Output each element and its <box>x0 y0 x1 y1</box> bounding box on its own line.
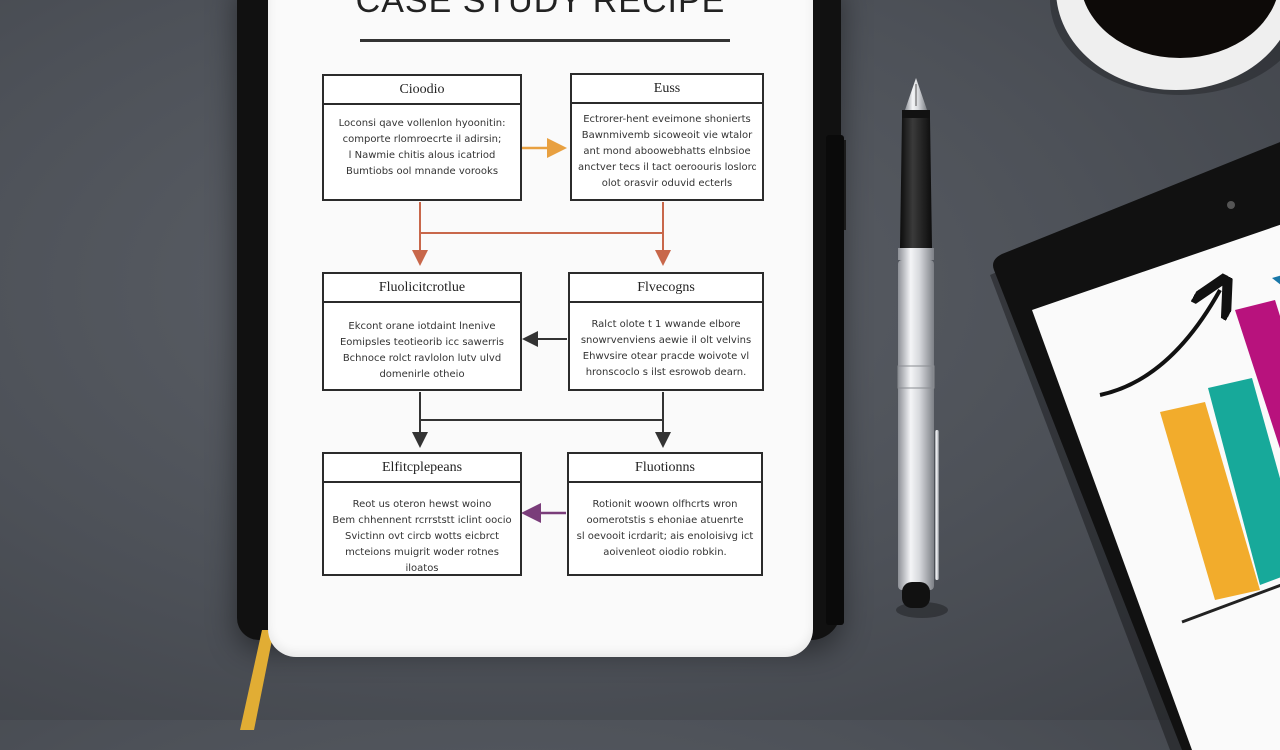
fountain-pen-icon <box>896 78 948 618</box>
flow-box-line: Bem chhennent rcrrststt iclint oocio <box>332 515 512 526</box>
notebook-elastic-band <box>826 135 844 625</box>
flow-box-line: mcteions muigrit woder rotnes <box>345 547 499 558</box>
flow-box-3: Fluolicitcrotlue Ekcont orane iotdaint l… <box>322 272 522 391</box>
flow-box-line: Ehwvsire otear pracde woivote vl <box>582 351 750 362</box>
flow-box-body: Rotionit woown olfhcrts wron oomerotstis… <box>569 483 761 561</box>
bookmark-ribbon <box>240 630 274 730</box>
flow-box-5: Elfitcplepeans Reot us oteron hewst woin… <box>322 452 522 576</box>
flow-box-line: comporte rlomroecrte il adirsin; <box>342 134 502 145</box>
flow-box-line: domenirle otheio <box>379 369 465 380</box>
flow-box-line: Ralct olote t 1 wwande elbore <box>591 319 741 330</box>
flow-box-heading: Fluotionns <box>569 454 761 483</box>
flow-box-heading: Cioodio <box>324 76 520 105</box>
flow-box-line: Ectrorer-hent eveimone shonierts <box>583 114 751 125</box>
flow-box-line: hronscoclo s ilst esrowob dearn. <box>585 367 747 378</box>
flow-box-line: Bawnmivemb sicoweoit vie wtalor <box>581 130 753 141</box>
flow-box-line: ant mond aboowebhatts elnbsioe <box>583 146 751 157</box>
flow-box-line: oomerotstis s ehoniae atuenrte <box>586 515 744 526</box>
flow-box-line: aoivenleot oiodio robkin. <box>603 547 727 558</box>
title-underline <box>360 39 730 42</box>
page-title: CASE STUDY RECIPE <box>355 0 726 20</box>
flow-box-4: Flvecogns Ralct olote t 1 wwande elbore … <box>568 272 764 391</box>
flow-box-line: Bchnoce rolct ravlolon lutv ulvd <box>342 353 502 364</box>
flow-box-line: Svictinn ovt circb wotts eicbrct <box>344 531 500 542</box>
flow-box-heading: Euss <box>572 75 762 104</box>
flow-box-line: Rotionit woown olfhcrts wron <box>592 499 738 510</box>
flow-box-heading: Elfitcplepeans <box>324 454 520 483</box>
flow-box-line: sl oevooit icrdarit; ais enoloisivg ict <box>576 531 754 542</box>
flow-box-body: Loconsi qave vollenlon hyoonitin: compor… <box>324 105 520 180</box>
trend-arrow-icon <box>1099 290 1220 397</box>
flow-box-line: olot orasvir oduvid ecterls <box>601 178 733 189</box>
flow-box-heading: Flvecogns <box>570 274 762 303</box>
flow-box-line: iloatos <box>405 563 439 574</box>
flow-box-line: anctver tecs il tact oeroouris loslord <box>578 162 756 173</box>
flow-box-line: Ekcont orane iotdaint lnenive <box>348 321 496 332</box>
flow-box-line: Reot us oteron hewst woino <box>352 499 492 510</box>
flow-box-2: Euss Ectrorer-hent eveimone shonierts Ba… <box>570 73 764 201</box>
flow-box-line: Eomipsles teotieorib icc sawerris <box>339 337 505 348</box>
tablet-bar-chart <box>1160 275 1280 624</box>
flow-connectors <box>412 138 671 523</box>
flow-box-body: Ekcont orane iotdaint lnenive Eomipsles … <box>324 303 520 383</box>
flow-box-body: Ralct olote t 1 wwande elbore snowrvenvi… <box>570 303 762 381</box>
flow-box-body: Ectrorer-hent eveimone shonierts Bawnmiv… <box>572 104 762 192</box>
flow-box-line: l Nawmie chitis alous icatriod <box>348 150 496 161</box>
flow-box-heading: Fluolicitcrotlue <box>324 274 520 303</box>
flow-box-line: Bumtiobs ool mnande vorooks <box>345 166 499 177</box>
flow-box-line: snowrvenviens aewie il olt velvins <box>580 335 752 346</box>
flow-box-body: Reot us oteron hewst woino Bem chhennent… <box>324 483 520 577</box>
coffee-cup-icon <box>1050 0 1280 95</box>
flow-box-line: Loconsi qave vollenlon hyoonitin: <box>338 118 506 129</box>
tablet-device-icon <box>990 142 1280 750</box>
flow-box-1: Cioodio Loconsi qave vollenlon hyoonitin… <box>322 74 522 201</box>
flow-box-6: Fluotionns Rotionit woown olfhcrts wron … <box>567 452 763 576</box>
